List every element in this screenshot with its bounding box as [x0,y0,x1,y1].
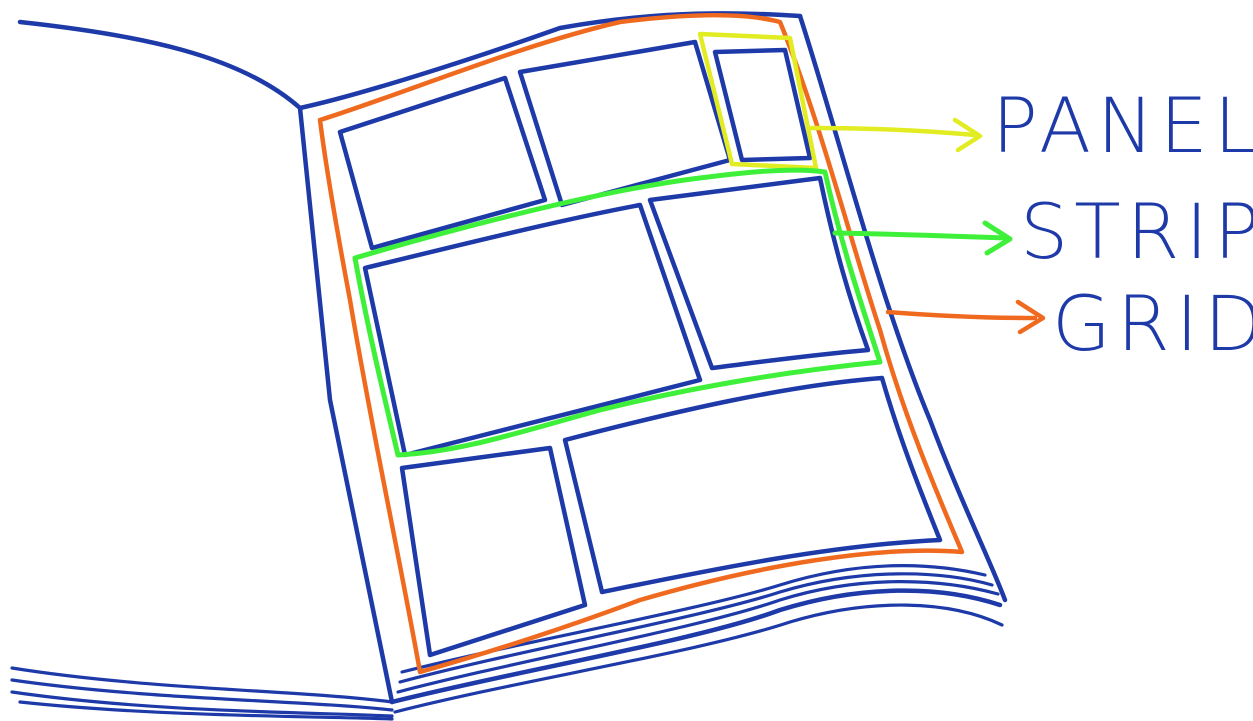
panel-6 [402,448,585,655]
strip-label: STRIP [1020,187,1253,276]
left-page [12,22,392,719]
panel-label: PANEL [992,81,1253,170]
comic-panels [340,42,940,655]
strip-arrow [835,223,1010,253]
grid-arrow [888,302,1043,332]
panel-7 [565,378,940,592]
strip-highlight [355,170,880,455]
grid-label: GRID [1052,279,1253,368]
